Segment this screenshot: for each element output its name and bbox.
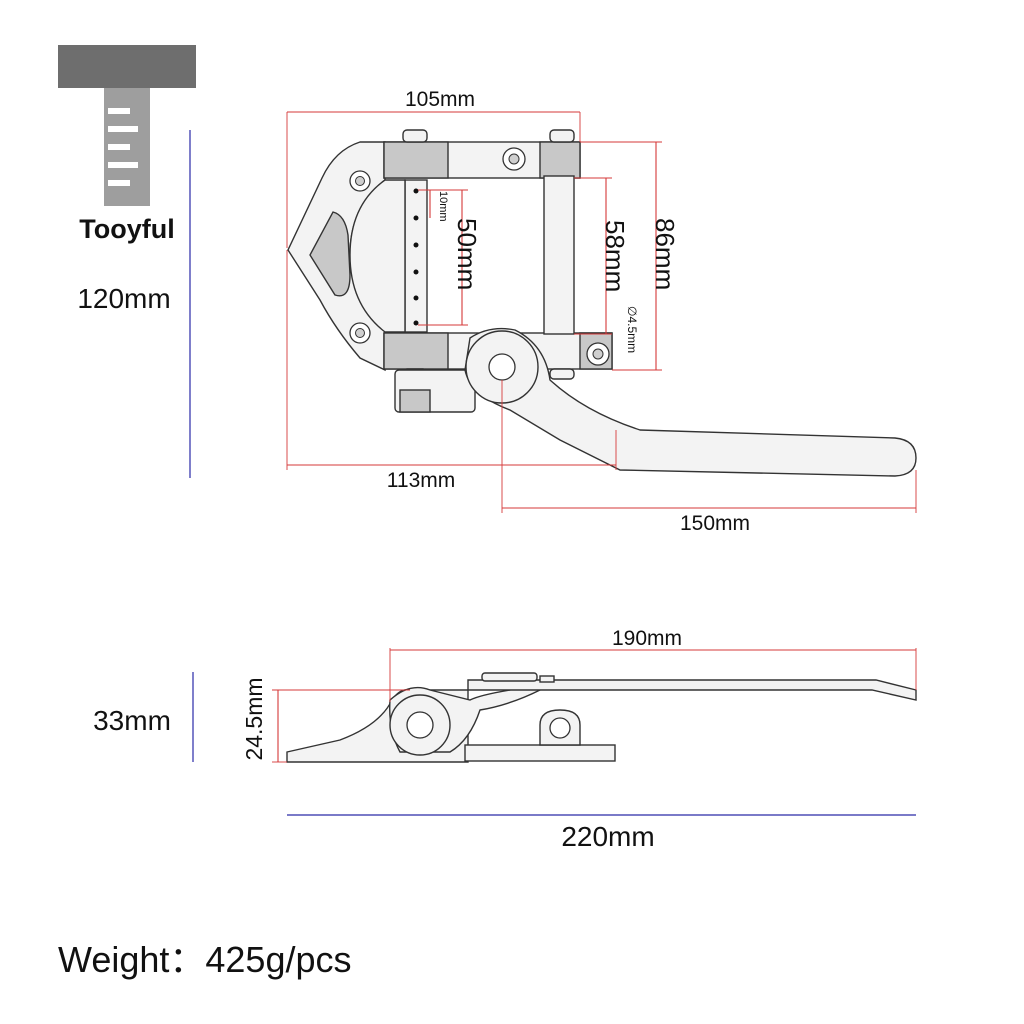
dim-label-top-width: 105mm [405, 88, 475, 111]
dim-label-side-height: 24.5mm [241, 677, 267, 760]
side-view [286, 672, 917, 763]
dim-label-total-height: 33mm [93, 705, 171, 736]
dimension-lines [189, 111, 917, 816]
dim-label-outer-height: 86mm [650, 218, 680, 290]
dim-label-inner-height: 58mm [600, 220, 630, 292]
dim-label-total-length: 220mm [561, 821, 654, 852]
brand-name: Tooyful [79, 214, 174, 244]
dim-label-arm-length: 150mm [680, 512, 750, 535]
dim-label-hole-pitch: 10mm [437, 191, 449, 222]
top-view [287, 129, 917, 477]
weight-label: Weight：425g/pcs [58, 939, 352, 980]
dim-label-base-length: 113mm [387, 469, 455, 492]
brand-logo: Tooyful [58, 45, 196, 244]
dim-label-side-length: 190mm [612, 627, 682, 650]
dim-label-overall-height: 120mm [77, 283, 170, 314]
dim-label-bar-span: 50mm [452, 218, 482, 290]
dim-label-hole-diameter: ∅4.5mm [625, 306, 639, 353]
